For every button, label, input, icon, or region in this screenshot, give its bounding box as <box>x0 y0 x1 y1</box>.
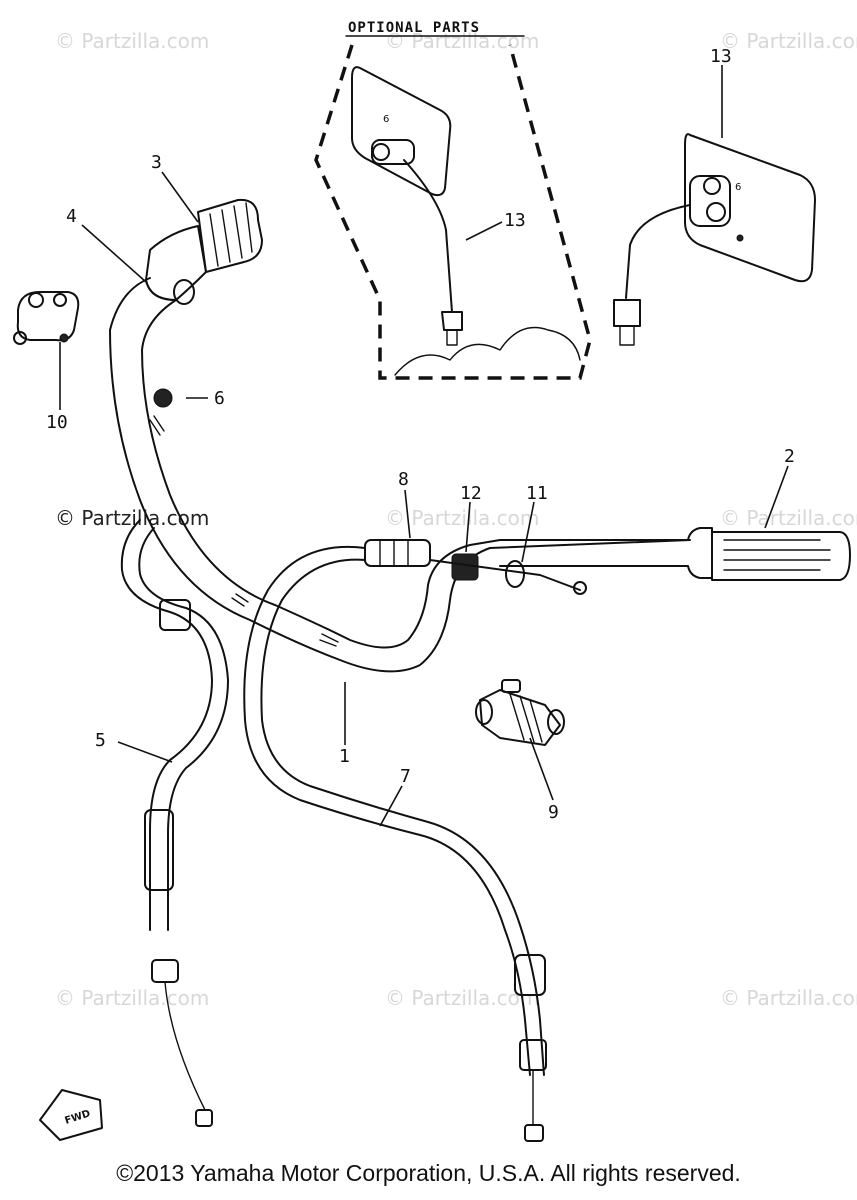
watermark-layer: © Partzilla.com © Partzilla.com © Partzi… <box>55 29 857 1010</box>
watermark-text: © Partzilla.com <box>55 29 209 53</box>
left-grip-assembly[interactable] <box>145 198 263 305</box>
diagram-canvas: © Partzilla.com © Partzilla.com © Partzi… <box>13 20 857 1142</box>
callout-12: 12 <box>460 483 482 504</box>
throttle-cable-inner <box>260 558 545 1076</box>
right-grip-rubber <box>711 531 851 581</box>
callout-8: 8 <box>398 469 409 490</box>
callout-2: 2 <box>784 446 795 467</box>
watermark-text: © Partzilla.com <box>55 986 209 1010</box>
forward-arrow: FWD <box>39 1089 103 1141</box>
cable-adjuster-assembly[interactable] <box>364 539 587 595</box>
cable-holder[interactable] <box>475 679 565 746</box>
cable-inner <box>429 559 581 591</box>
right-grip-tube <box>499 527 713 579</box>
mirror-base <box>441 311 463 331</box>
cable-end <box>505 560 525 588</box>
callout-11: 11 <box>526 483 548 504</box>
screw[interactable] <box>149 388 173 436</box>
optional-parts-background-sketch <box>394 326 581 376</box>
throttle-cable[interactable] <box>243 546 547 1142</box>
clutch-cable-inner <box>138 527 229 931</box>
cable-end-fitting <box>195 1109 213 1127</box>
cable-end-fitting <box>524 1124 544 1142</box>
fwd-arrow-shape <box>39 1089 103 1141</box>
watermark-text: © Partzilla.com <box>720 506 857 530</box>
watermark-text: © Partzilla.com <box>385 29 539 53</box>
handlebar-inner <box>141 299 501 649</box>
mirror-glass <box>684 133 816 283</box>
optional-parts-border <box>314 44 592 380</box>
optional-parts-label: OPTIONAL PARTS <box>348 20 480 36</box>
callout-7: 7 <box>400 766 411 787</box>
switch-housing <box>16 291 80 342</box>
callout-10: 10 <box>46 412 68 433</box>
copyright-notice: ©2013 Yamaha Motor Corporation, U.S.A. A… <box>116 1160 741 1186</box>
mirror-glass <box>351 66 452 197</box>
cable-adjuster <box>364 539 431 567</box>
callout-5: 5 <box>95 730 106 751</box>
switch-left[interactable] <box>13 291 80 345</box>
mirror-optional[interactable]: 6 <box>351 66 463 346</box>
leader-lines <box>59 65 789 827</box>
right-grip[interactable] <box>499 527 851 581</box>
mirror-stem <box>625 204 691 299</box>
clutch-cable[interactable] <box>120 519 229 1127</box>
callout-13-optional: 13 <box>504 210 526 231</box>
optional-parts-box: OPTIONAL PARTS <box>314 20 592 380</box>
callout-3: 3 <box>151 152 162 173</box>
mirror-mount <box>689 175 731 227</box>
watermark-text: © Partzilla.com <box>720 29 857 53</box>
watermark-text: © Partzilla.com <box>385 986 539 1010</box>
left-grip <box>197 198 263 273</box>
cable-sleeve <box>514 954 546 996</box>
callout-13: 13 <box>710 46 732 67</box>
mirror-right[interactable]: 6 <box>613 133 816 346</box>
svg-text:6: 6 <box>383 114 389 125</box>
throttle-cable-outer <box>243 546 531 1076</box>
mirror-stem <box>403 159 453 313</box>
cable-sleeve <box>144 809 174 891</box>
throttle-housing-left <box>145 225 207 301</box>
handlebar-outer <box>109 277 691 673</box>
screw-head <box>153 388 173 408</box>
callout-4: 4 <box>66 206 77 227</box>
cable-connector <box>159 599 191 631</box>
callout-6: 6 <box>214 388 225 409</box>
watermark-text: © Partzilla.com <box>55 506 209 530</box>
clutch-cable-outer <box>120 519 213 931</box>
watermark-text: © Partzilla.com <box>720 986 857 1010</box>
callout-1: 1 <box>339 746 350 767</box>
callouts: 1 2 3 4 5 6 7 8 9 10 11 12 13 13 <box>46 46 795 823</box>
mirror-base <box>613 299 641 327</box>
callout-9: 9 <box>548 802 559 823</box>
watermark-text: © Partzilla.com <box>385 506 539 530</box>
svg-text:6: 6 <box>735 182 741 193</box>
fwd-label: FWD <box>64 1108 92 1127</box>
